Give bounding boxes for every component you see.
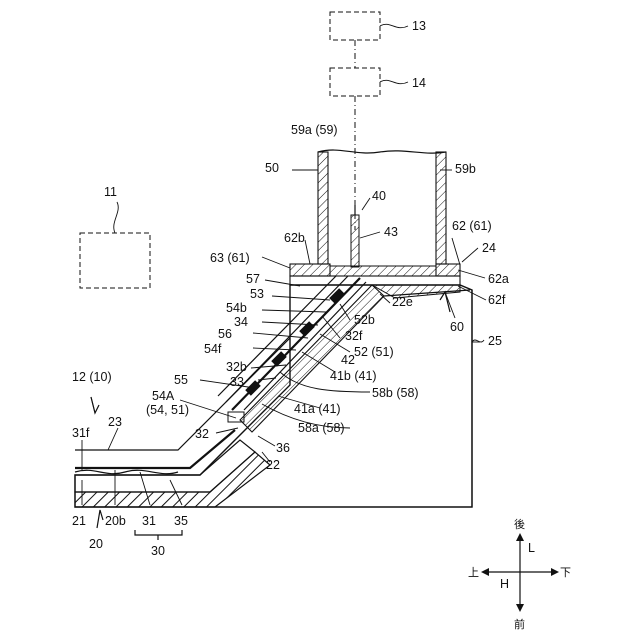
label-14: 14 bbox=[412, 76, 426, 90]
inclined-layer-42 bbox=[244, 282, 366, 410]
wall-59a bbox=[318, 152, 328, 264]
label-40: 40 bbox=[372, 189, 386, 203]
wavy-layer-31f bbox=[75, 470, 178, 473]
label-54A: 54A bbox=[152, 389, 175, 403]
label-33: 33 bbox=[230, 375, 244, 389]
label-22e: 22e bbox=[392, 295, 413, 309]
label-back: 後 bbox=[514, 517, 525, 531]
label-62f: 62f bbox=[488, 293, 506, 307]
arrow-right-icon bbox=[551, 568, 559, 576]
box-13 bbox=[330, 12, 408, 40]
label-41b: 41b (41) bbox=[330, 369, 377, 383]
label-55: 55 bbox=[174, 373, 188, 387]
box-11 bbox=[80, 202, 150, 288]
label-23: 23 bbox=[108, 415, 122, 429]
label-25: 25 bbox=[488, 334, 502, 348]
label-53: 53 bbox=[250, 287, 264, 301]
label-13: 13 bbox=[412, 19, 426, 33]
label-axis-L: L bbox=[528, 541, 535, 555]
label-56: 56 bbox=[218, 327, 232, 341]
label-20b: 20b bbox=[105, 514, 126, 528]
label-34: 34 bbox=[234, 315, 248, 329]
bracket-30 bbox=[135, 530, 182, 540]
label-24: 24 bbox=[482, 241, 496, 255]
arrow-up-icon bbox=[516, 533, 524, 541]
label-20: 20 bbox=[89, 537, 103, 551]
label-50: 50 bbox=[265, 161, 279, 175]
label-62a: 62a bbox=[488, 272, 509, 286]
label-58b: 58b (58) bbox=[372, 386, 419, 400]
label-30: 30 bbox=[151, 544, 165, 558]
flange-62b bbox=[290, 264, 330, 276]
label-52-51: 52 (51) bbox=[354, 345, 394, 359]
label-43: 43 bbox=[384, 225, 398, 239]
sensor-52b bbox=[329, 288, 345, 304]
label-11: 11 bbox=[104, 185, 117, 199]
label-63-61: 63 (61) bbox=[210, 251, 250, 265]
arrow-20 bbox=[97, 510, 103, 528]
label-54f: 54f bbox=[204, 342, 222, 356]
label-60: 60 bbox=[450, 320, 464, 334]
label-42: 42 bbox=[341, 353, 355, 367]
label-21: 21 bbox=[72, 514, 86, 528]
label-32b: 32b bbox=[226, 360, 247, 374]
flange-inner bbox=[330, 266, 436, 276]
flange-base bbox=[290, 276, 460, 285]
label-41a: 41a (41) bbox=[294, 402, 341, 416]
direction-compass bbox=[481, 533, 559, 612]
box-14 bbox=[330, 68, 408, 96]
label-54-51: (54, 51) bbox=[146, 403, 189, 417]
probe-43 bbox=[351, 215, 359, 267]
label-12-10: 12 (10) bbox=[72, 370, 112, 384]
label-58a: 58a (58) bbox=[298, 421, 345, 435]
label-62b: 62b bbox=[284, 231, 305, 245]
label-32f: 32f bbox=[345, 329, 363, 343]
label-62-61: 62 (61) bbox=[452, 219, 492, 233]
arrow-12 bbox=[91, 397, 99, 413]
label-36: 36 bbox=[276, 441, 290, 455]
label-59b: 59b bbox=[455, 162, 476, 176]
label-31: 31 bbox=[142, 514, 156, 528]
label-52b: 52b bbox=[354, 313, 375, 327]
cylinder-break-line bbox=[318, 150, 446, 153]
label-front: 前 bbox=[514, 617, 525, 631]
base-21 bbox=[75, 452, 270, 507]
wall-59b bbox=[436, 152, 446, 264]
label-59a: 59a (59) bbox=[291, 123, 338, 137]
label-35: 35 bbox=[174, 514, 188, 528]
label-axis-H: H bbox=[500, 577, 509, 591]
arrow-left-icon bbox=[481, 568, 489, 576]
label-up: 上 bbox=[468, 566, 479, 579]
layer-35 bbox=[75, 430, 235, 468]
label-31f: 31f bbox=[72, 426, 90, 440]
label-32: 32 bbox=[195, 427, 209, 441]
label-54b: 54b bbox=[226, 301, 247, 315]
label-22: 22 bbox=[266, 458, 280, 472]
arrow-down-icon bbox=[516, 604, 524, 612]
flange-62a bbox=[436, 264, 460, 276]
label-down: 下 bbox=[560, 566, 571, 579]
label-57: 57 bbox=[246, 272, 260, 286]
